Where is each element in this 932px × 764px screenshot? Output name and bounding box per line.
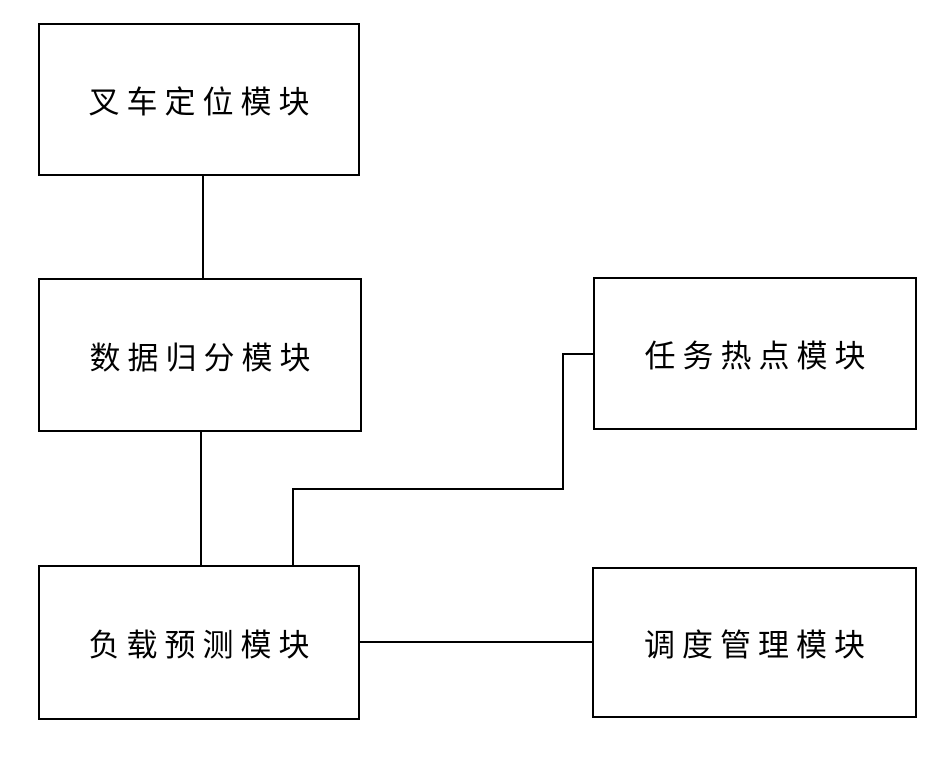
node-task-hotspot-module: 任务热点模块 <box>593 277 917 430</box>
node-data-grouping-module: 数据归分模块 <box>38 278 362 432</box>
node-label: 叉车定位模块 <box>88 85 317 120</box>
node-label: 负载预测模块 <box>88 628 317 663</box>
node-forklift-positioning-module: 叉车定位模块 <box>38 23 360 176</box>
node-load-prediction-module: 负载预测模块 <box>38 565 360 720</box>
node-label: 数据归分模块 <box>89 340 318 376</box>
node-label: 调度管理模块 <box>644 628 872 663</box>
edge-hotspot-to-load <box>292 353 595 567</box>
node-label: 任务热点模块 <box>644 339 873 374</box>
node-dispatch-management-module: 调度管理模块 <box>592 567 917 718</box>
